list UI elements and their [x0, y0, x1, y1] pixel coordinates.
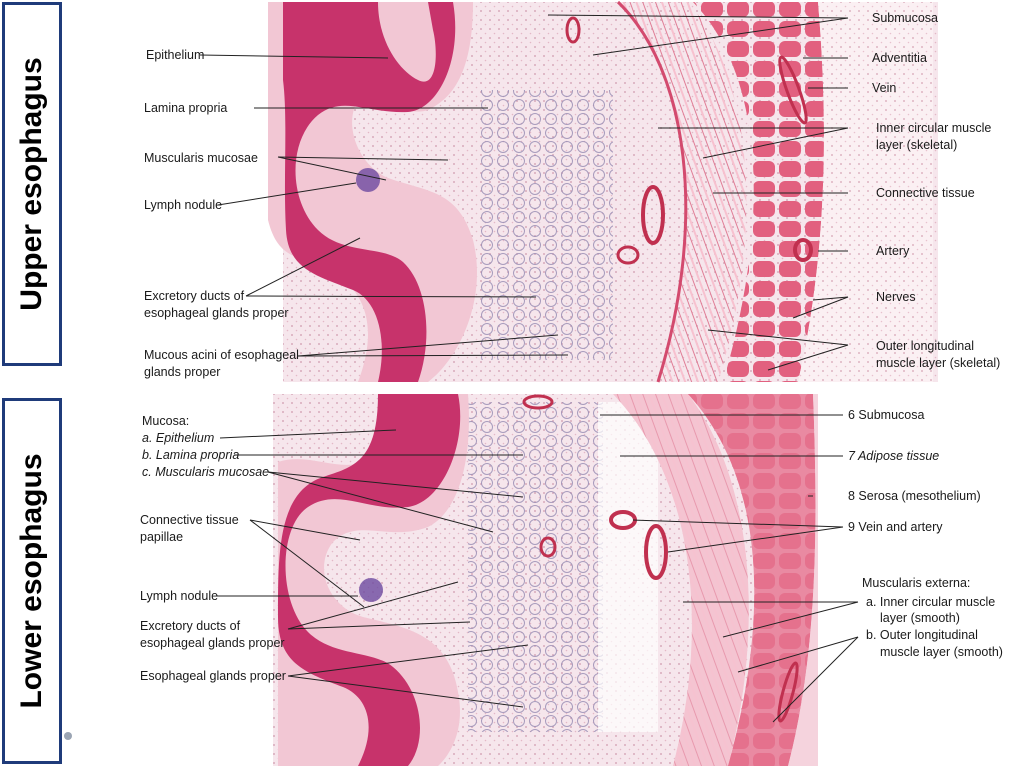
lower-esophagus-tag: Lower esophagus [2, 398, 62, 764]
lower-esophagus-micrograph [216, 394, 938, 766]
lower-leader-lines [216, 414, 859, 723]
outer-longitudinal-muscle [693, 2, 824, 382]
label-lymph-nodule: Lymph nodule [144, 198, 223, 212]
inner-circular-muscle [618, 2, 747, 382]
label-outer-longitudinal-line1: Outer longitudinal [876, 339, 974, 353]
upper-esophagus-tag: Upper esophagus [2, 2, 62, 366]
label-lower-excretory-line1: Excretory ducts of [140, 619, 241, 633]
label-lower-excretory-line2: esophageal glands proper [140, 636, 285, 650]
label-mucous-acini-line2: glands proper [144, 365, 221, 379]
label-inner-circular-line2: layer (skeletal) [876, 138, 958, 152]
label-adipose-tissue: 7 Adipose tissue [848, 449, 940, 463]
epithelium-region [283, 2, 456, 382]
label-mucous-acini-line1: Mucous acini of esophageal [144, 348, 299, 362]
label-epithelium: Epithelium [146, 48, 205, 62]
label-excretory-ducts-line1: Excretory ducts of [144, 289, 245, 303]
label-nerves: Nerves [876, 290, 916, 304]
bullet-dot [64, 732, 72, 740]
label-lower-inner-circular-line2: layer (smooth) [880, 611, 960, 625]
label-glands-proper: Esophageal glands proper [140, 669, 286, 683]
artery [793, 238, 813, 262]
label-ct-papillae-line2: papillae [140, 530, 184, 544]
label-adventitia: Adventitia [872, 51, 927, 65]
label-lower-epithelium: a. Epithelium [142, 431, 215, 445]
lower-vein [644, 524, 668, 580]
label-inner-circular-line1: Inner circular muscle [876, 121, 992, 135]
label-excretory-ducts-line2: esophageal glands proper [144, 306, 289, 320]
label-lamina-propria: Lamina propria [144, 101, 228, 115]
label-lower-outer-longitudinal-line2: muscle layer (smooth) [880, 645, 1003, 659]
label-outer-longitudinal-line2: muscle layer (skeletal) [876, 356, 1001, 370]
upper-leader-lines [199, 14, 849, 371]
label-lower-inner-circular-line1: a. Inner circular muscle [866, 595, 996, 609]
label-lower-outer-longitudinal-line1: b. Outer longitudinal [866, 628, 978, 642]
vein [641, 185, 665, 245]
label-lower-submucosa: 6 Submucosa [848, 408, 925, 422]
upper-esophagus-label: Upper esophagus [15, 57, 48, 311]
label-lower-muscularis-mucosae: c. Muscularis mucosae [142, 465, 270, 479]
glands-region [478, 90, 613, 360]
label-vein-and-artery: 9 Vein and artery [848, 520, 943, 534]
lower-lymph-nodule [359, 578, 383, 602]
label-vein: Vein [872, 81, 897, 95]
label-lower-lymph-nodule: Lymph nodule [140, 589, 219, 603]
upper-esophagus-micrograph [199, 0, 938, 383]
lower-glands-region [468, 402, 603, 732]
label-mucosa: Mucosa: [142, 414, 190, 428]
label-connective-tissue: Connective tissue [876, 186, 975, 200]
label-artery: Artery [876, 244, 910, 258]
label-serosa: 8 Serosa (mesothelium) [848, 489, 981, 503]
label-lower-lamina-propria: b. Lamina propria [142, 448, 240, 462]
lower-esophagus-label: Lower esophagus [15, 453, 48, 709]
label-ct-papillae-line1: Connective tissue [140, 513, 239, 527]
label-muscularis-externa: Muscularis externa: [862, 576, 971, 590]
label-submucosa: Submucosa [872, 11, 939, 25]
label-muscularis-mucosae: Muscularis mucosae [144, 151, 258, 165]
serosa-region [788, 394, 818, 766]
lymph-nodule [356, 168, 380, 192]
